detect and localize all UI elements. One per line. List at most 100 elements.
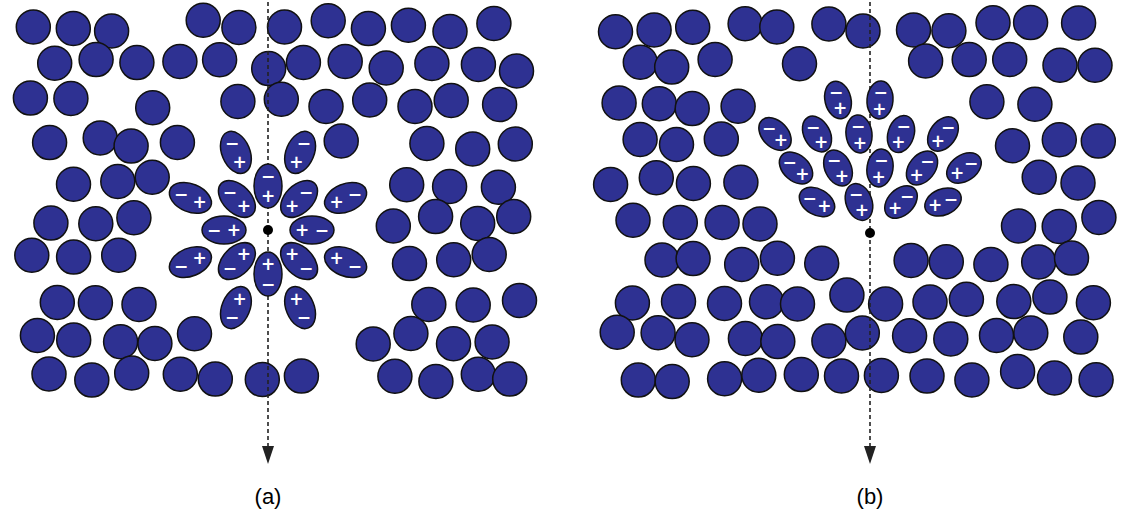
neutral-molecule (412, 287, 446, 321)
neutral-molecule (1061, 166, 1095, 200)
positive-sign: + (237, 246, 251, 263)
neutral-molecule (102, 238, 136, 272)
neutral-molecule (101, 165, 135, 199)
neutral-molecule (410, 127, 444, 161)
neutral-molecule (812, 324, 846, 358)
polarized-molecule (883, 112, 919, 156)
negative-sign: − (782, 154, 796, 171)
polarized-molecule (941, 146, 987, 189)
neutral-molecule (1043, 48, 1077, 82)
neutral-molecule (135, 160, 169, 194)
neutral-molecule (637, 13, 671, 47)
neutral-molecule (708, 362, 742, 396)
neutral-molecule (1014, 6, 1048, 40)
neutral-molecule (655, 50, 689, 84)
neutral-molecule (264, 82, 298, 116)
neutral-molecule (1001, 355, 1035, 389)
neutral-molecule (805, 246, 839, 280)
polarized-molecule (752, 111, 797, 156)
neutral-molecule (398, 89, 432, 123)
neutral-molecule (705, 205, 739, 239)
polarized-molecule (290, 216, 334, 244)
negative-sign: − (829, 83, 843, 100)
neutral-molecule (356, 327, 390, 361)
neutral-molecule (845, 316, 879, 350)
neutral-molecule (75, 363, 109, 397)
neutral-molecule (1022, 245, 1056, 279)
negative-sign: − (225, 135, 239, 152)
polarized-molecule (864, 147, 895, 188)
positive-sign: + (817, 198, 831, 215)
neutral-molecule (1064, 320, 1098, 354)
positive-sign: + (285, 197, 299, 214)
negative-sign: − (299, 183, 313, 200)
neutral-molecule (743, 207, 777, 241)
negative-sign: − (849, 185, 863, 202)
neutral-molecule (784, 358, 818, 392)
negative-sign: − (297, 135, 311, 152)
neutral-molecule (616, 203, 650, 237)
polarized-molecule (844, 114, 874, 155)
neutral-molecule (980, 318, 1014, 352)
neutral-molecule (932, 14, 966, 48)
positive-sign: + (232, 153, 246, 170)
neutral-molecule (909, 44, 943, 78)
positive-sign: + (774, 132, 788, 149)
polarized-molecule (821, 78, 855, 121)
point-charge (263, 225, 273, 235)
neutral-molecule (456, 288, 490, 322)
polarized-molecule (900, 145, 944, 191)
neutral-molecule (369, 51, 403, 85)
neutral-molecule (869, 287, 903, 321)
positive-sign: + (888, 200, 902, 217)
neutral-molecule (1076, 286, 1110, 320)
neutral-molecule (198, 362, 232, 396)
polarized-molecule (840, 180, 877, 224)
positive-sign: + (910, 166, 924, 183)
neutral-molecule (433, 170, 467, 204)
neutral-molecule (13, 81, 47, 115)
negative-sign: − (964, 155, 978, 172)
neutral-molecule (934, 322, 968, 356)
neutral-molecule (955, 363, 989, 397)
neutral-molecule (163, 45, 197, 79)
neutral-molecule (57, 323, 91, 357)
neutral-molecule (708, 287, 742, 321)
neutral-molecule (676, 167, 710, 201)
neutral-molecule (893, 319, 927, 353)
negative-sign: − (261, 168, 275, 185)
positive-sign: + (261, 187, 275, 204)
neutral-molecule (1055, 241, 1089, 275)
polarized-molecule (279, 127, 322, 178)
neutral-molecule (203, 43, 237, 77)
neutral-molecule (57, 240, 91, 274)
neutral-molecule (993, 42, 1027, 76)
neutral-molecule (1018, 87, 1052, 121)
neutral-molecule (309, 89, 343, 123)
positive-sign: + (835, 167, 849, 184)
arrow-head (864, 446, 876, 464)
negative-sign: − (851, 117, 865, 134)
neutral-molecule (20, 319, 54, 353)
neutral-molecule (245, 363, 279, 397)
molecule-group (594, 6, 1116, 399)
neutral-molecule (645, 243, 679, 277)
neutral-molecule (761, 325, 795, 359)
negative-sign: − (223, 183, 237, 200)
polarized-molecule (794, 181, 840, 223)
positive-sign: + (833, 100, 847, 117)
neutral-molecule (1014, 316, 1048, 350)
neutral-molecule (949, 282, 983, 316)
negative-sign: − (874, 151, 888, 168)
neutral-molecule (104, 325, 138, 359)
neutral-molecule (57, 167, 91, 201)
negative-sign: − (315, 222, 329, 239)
trajectory-line (869, 2, 871, 448)
positive-sign: + (192, 250, 206, 267)
neutral-molecule (54, 82, 88, 116)
negative-sign: − (299, 260, 313, 277)
neutral-molecule (493, 362, 527, 396)
positive-sign: + (853, 134, 867, 151)
neutral-molecule (114, 129, 148, 163)
neutral-molecule (497, 200, 531, 234)
